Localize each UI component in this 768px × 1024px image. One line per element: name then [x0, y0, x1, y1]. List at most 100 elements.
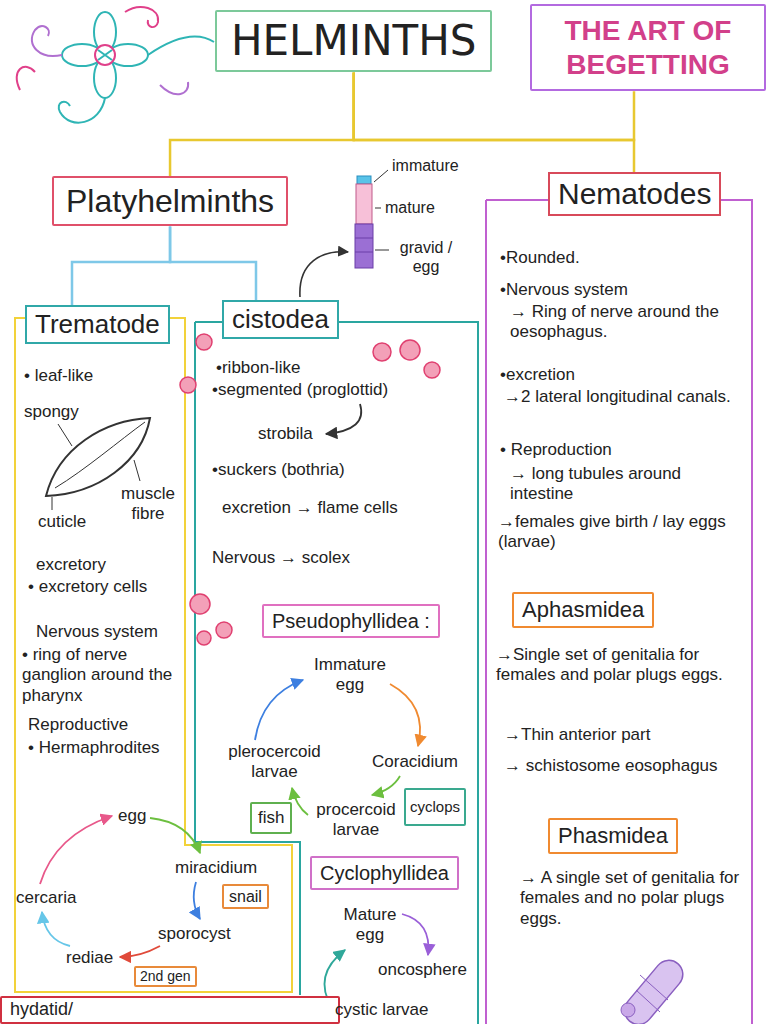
annotation-label: gravid / egg	[393, 238, 459, 276]
dot	[373, 343, 391, 361]
node-text: strobila	[258, 424, 313, 444]
flower-centre	[95, 45, 115, 65]
dot	[400, 340, 420, 360]
trematode-outline	[15, 318, 292, 992]
connector-line	[170, 72, 354, 176]
node-text: • ring of nerve ganglion around the phar…	[22, 645, 180, 706]
pointer-arrow	[326, 404, 361, 434]
swirl-line	[148, 37, 214, 55]
category-box: 2nd gen	[134, 966, 197, 987]
leader-line	[58, 424, 72, 446]
mature-segment	[356, 184, 372, 224]
node-text: Nervous → scolex	[212, 548, 412, 568]
annotation-label: muscle fibre	[118, 484, 178, 525]
pointer-arrow	[300, 252, 348, 297]
node-heading: Platyhelminths	[66, 182, 274, 220]
node-heading: Pseudophyllidea :	[272, 609, 430, 633]
worm-figure	[619, 955, 689, 1024]
node-text: → Ring of nerve around the oesophagus.	[510, 302, 746, 343]
segment-line	[355, 238, 373, 252]
node-text: •Rounded.	[500, 248, 740, 268]
annotation-label: spongy	[24, 402, 79, 422]
node-text: →Single set of genitalia for females and…	[496, 645, 746, 686]
category-box: cyclops	[404, 788, 466, 826]
category-box: THE ART OF BEGETTING	[530, 4, 766, 91]
node-heading: Phasmidea	[558, 823, 668, 849]
gravid-segment	[355, 224, 373, 268]
cycle-arrow	[255, 680, 303, 740]
annotation-label: cercaria	[16, 888, 76, 908]
cycle-arrow	[40, 816, 112, 884]
annotation-label: cuticle	[38, 512, 86, 532]
node-text: Nervous system	[36, 622, 181, 642]
node-text: • Reproduction	[500, 440, 740, 460]
worm-end	[621, 1003, 635, 1017]
annotation-label: immature	[392, 156, 459, 175]
annotation-label: plerocercoid larvae	[222, 742, 327, 783]
annotation-label: Mature egg	[335, 905, 405, 946]
worm-line	[636, 975, 668, 1012]
node-heading: Nematodes	[548, 172, 721, 216]
immature-segment	[357, 176, 371, 184]
node-text: →2 lateral longitudinal canals.	[504, 387, 744, 407]
node-heading: cyclops	[410, 798, 460, 816]
category-box: Pseudophyllidea :	[262, 604, 440, 638]
category-box: Aphasmidea	[512, 592, 654, 628]
node-text: → A single set of genitalia for females …	[520, 868, 746, 929]
node-text: →Thin anterior part	[504, 725, 744, 745]
fluke-fibre	[55, 422, 145, 488]
category-box: snail	[222, 884, 269, 909]
swirl-line	[32, 26, 62, 56]
dot-ornament	[180, 334, 440, 645]
node-heading: Aphasmidea	[522, 597, 644, 623]
leader-line	[134, 460, 140, 481]
node-text: excretion → flame cells	[222, 498, 402, 518]
annotation-label: miracidium	[175, 858, 257, 878]
node-heading: THE ART OF BEGETTING	[542, 14, 754, 81]
cycle-arrow	[402, 914, 428, 955]
cycle-arrow	[42, 912, 70, 946]
flower-hatch	[98, 50, 112, 60]
node-text: Reproductive	[28, 715, 180, 735]
node-heading: Cyclophyllidea	[320, 861, 449, 885]
dot	[196, 334, 212, 350]
dot	[190, 594, 210, 614]
node-text: →females give birth / lay eggs (larvae)	[498, 512, 744, 553]
node-text: → long tubules around intestine	[510, 464, 744, 505]
dot	[424, 362, 440, 378]
leader-line	[52, 497, 53, 510]
node-text: •segmented (proglottid)	[212, 380, 422, 400]
node-text: • excretory cells	[28, 577, 180, 597]
category-box: Phasmidea	[548, 818, 678, 854]
swirl-line	[59, 98, 105, 123]
annotation-label: procercoid larvae	[312, 800, 400, 841]
node-heading: Trematode	[25, 305, 170, 344]
cycle-arrow	[194, 882, 200, 919]
annotation-label: oncosphere	[378, 960, 467, 980]
annotation-label: Coracidium	[372, 752, 458, 772]
node-heading: HELMINTHS	[231, 16, 476, 66]
dot	[197, 631, 211, 645]
connector-line	[170, 226, 256, 300]
annotation-label: egg	[118, 806, 146, 826]
node-heading: snail	[229, 887, 262, 906]
node-text: • leaf-like	[24, 366, 174, 386]
swirl-line	[125, 7, 158, 27]
annotation-label: cystic larvae	[335, 1000, 429, 1020]
node-text: •Nervous system	[500, 280, 740, 300]
cycle-arrow	[372, 776, 400, 795]
category-box: HELMINTHS	[215, 10, 492, 72]
dot	[216, 622, 232, 638]
cycle-arrow	[120, 946, 160, 957]
swirl-line	[160, 82, 188, 94]
node-text: •excretion	[500, 365, 740, 385]
node-heading: hydatid/	[10, 999, 330, 1021]
annotation-label: mature	[385, 198, 435, 217]
annotation-label: Immature egg	[305, 655, 395, 696]
category-box: Platyhelminths	[52, 176, 288, 226]
flower-ornament	[17, 7, 214, 123]
nematode-outline	[486, 200, 752, 1024]
category-box: hydatid/	[0, 996, 340, 1024]
dot	[180, 377, 196, 393]
